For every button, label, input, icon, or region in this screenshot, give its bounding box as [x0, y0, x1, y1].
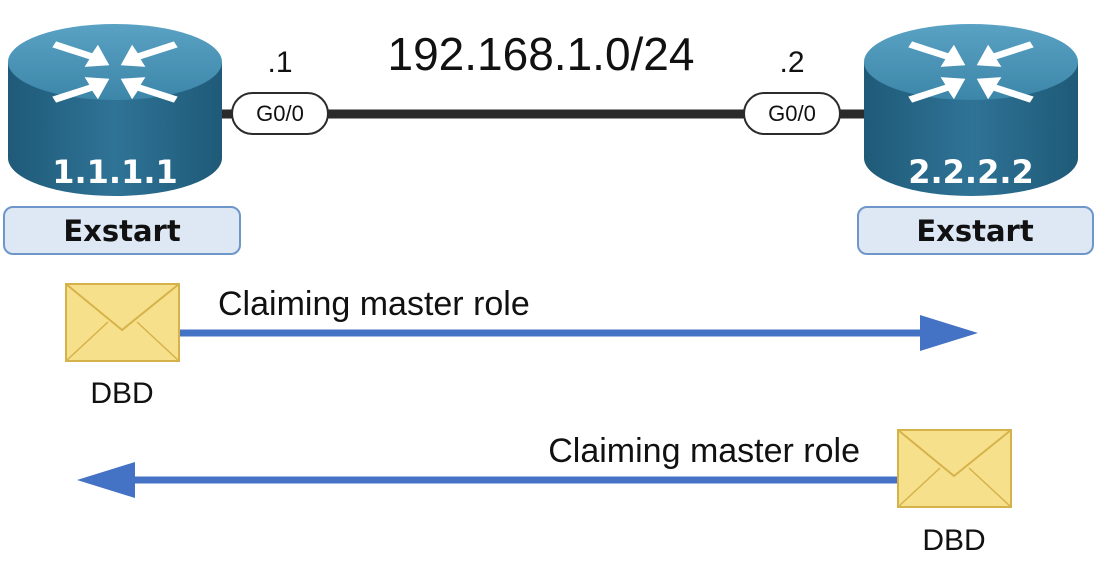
envelope-icon	[897, 429, 1012, 508]
router-1: 1.1.1.1	[8, 24, 222, 196]
router-2: 2.2.2.2	[864, 24, 1078, 196]
router-1-state: Exstart	[63, 214, 181, 248]
router-1-state-box: Exstart	[3, 206, 241, 255]
router-1-arrows-icon	[52, 41, 178, 103]
message-1-label: Claiming master role	[218, 285, 530, 323]
router-2-ip-suffix: .2	[779, 46, 804, 79]
message-2-packet: DBD	[922, 524, 985, 557]
router-2-state-box: Exstart	[857, 206, 1094, 255]
router-2-interface: G0/0	[743, 92, 841, 135]
router-1-ip-suffix: .1	[267, 46, 292, 79]
message-1: DBD Claiming master role	[65, 283, 978, 410]
router-2-arrows-icon	[908, 41, 1034, 103]
router-1-interface: G0/0	[231, 92, 329, 135]
router-1-interface-label: G0/0	[256, 101, 304, 126]
message-2-label: Claiming master role	[548, 432, 860, 470]
router-2-interface-label: G0/0	[768, 101, 816, 126]
subnet-label: 192.168.1.0/24	[388, 28, 695, 80]
envelope-icon	[65, 283, 180, 362]
message-1-packet: DBD	[90, 377, 153, 410]
router-2-state: Exstart	[916, 214, 1034, 248]
router-2-id: 2.2.2.2	[908, 153, 1034, 191]
message-2: DBD Claiming master role	[77, 429, 1012, 557]
message-2-arrowhead	[77, 462, 135, 498]
router-1-id: 1.1.1.1	[52, 153, 178, 191]
message-1-arrowhead	[920, 315, 978, 351]
